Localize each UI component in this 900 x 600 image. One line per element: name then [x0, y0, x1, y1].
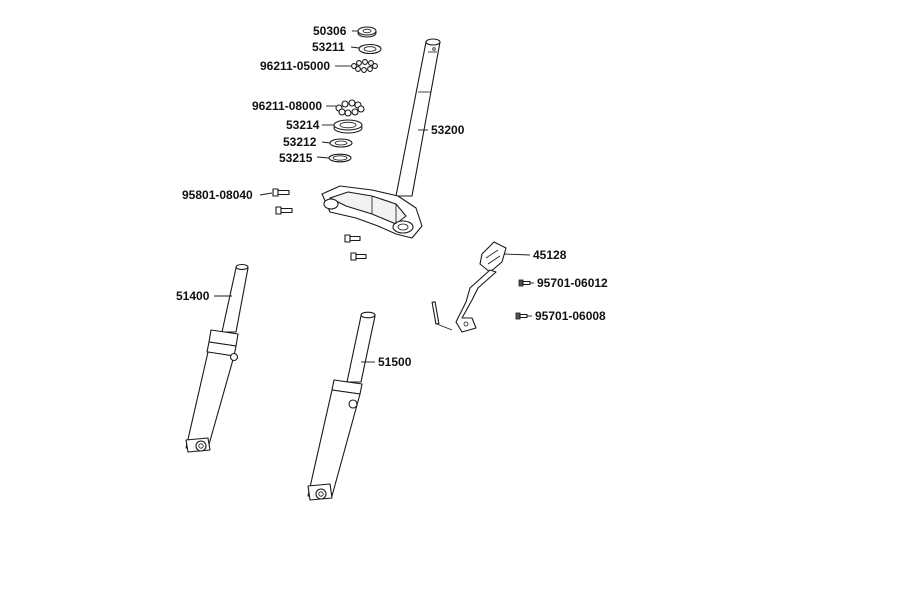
- race-53214: [333, 119, 363, 134]
- label-95801-08040: 95801-08040: [182, 188, 253, 202]
- label-51500: 51500: [378, 355, 412, 369]
- label-53211: 53211: [312, 40, 345, 54]
- label-96211-05000: 96211-05000: [260, 59, 330, 73]
- ring-53211: [358, 43, 382, 55]
- screw-95701-06012: [518, 279, 531, 287]
- fork-leg-51400: [185, 263, 249, 453]
- label-95701-06012: 95701-06012: [537, 276, 608, 290]
- label-53200: 53200: [431, 123, 465, 137]
- bracket-45128: [431, 241, 507, 333]
- label-51400: 51400: [176, 289, 210, 303]
- label-50306: 50306: [313, 24, 347, 38]
- bearing-balls-96211-08000: [335, 99, 365, 117]
- bearing-balls-96211-05000: [351, 59, 378, 73]
- steering-stem-53200: [321, 38, 441, 239]
- fork-leg-51500: [307, 311, 376, 501]
- label-95701-06008: 95701-06008: [535, 309, 606, 323]
- label-96211-08000: 96211-08000: [252, 99, 322, 113]
- nut-50306: [357, 26, 377, 38]
- bolt-clamp-a: [344, 234, 361, 243]
- screw-95701-06008: [515, 312, 528, 320]
- label-45128: 45128: [533, 248, 567, 262]
- seal-53215: [328, 153, 352, 163]
- label-53212: 53212: [283, 135, 317, 149]
- bolt-95801-08040-b: [275, 206, 293, 215]
- label-53215: 53215: [279, 151, 313, 165]
- leader-lines: [214, 30, 534, 363]
- bolt-95801-08040-a: [272, 188, 290, 197]
- race-53212: [329, 138, 353, 148]
- bolt-clamp-b: [350, 252, 367, 261]
- label-53214: 53214: [286, 118, 320, 132]
